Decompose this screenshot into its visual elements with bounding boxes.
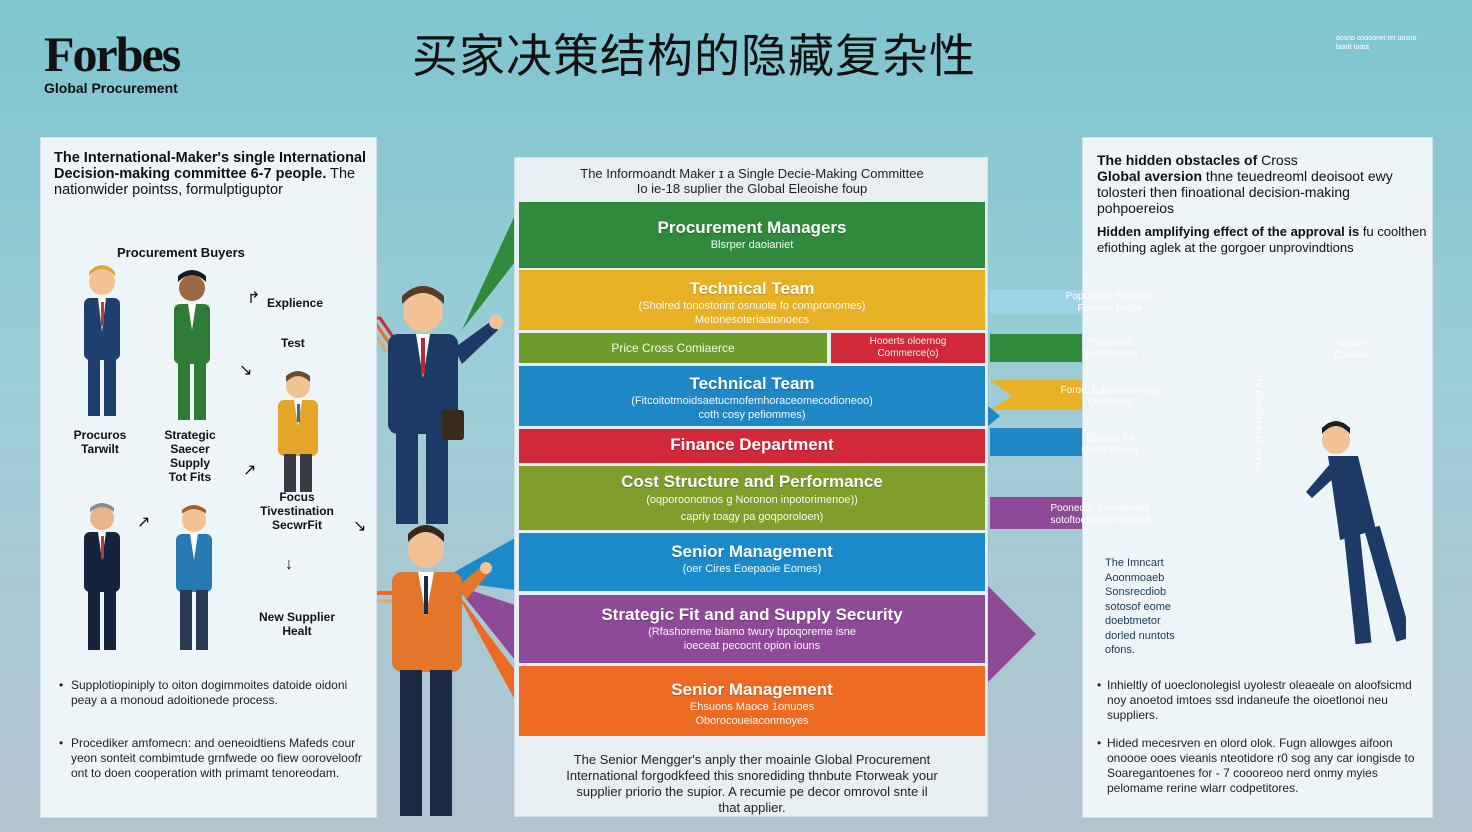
pillar-label: MAN WIBHSSOTAIL [1254, 371, 1264, 470]
buyer-figure-navy [84, 265, 120, 416]
center-header: The Informoandt Maker ɪ a Single Decie-M… [580, 166, 924, 196]
band-title: Senior Management [671, 680, 833, 699]
worker-figure [1306, 421, 1406, 645]
buyer-figure-gray [84, 503, 120, 650]
arrow-label-1: Poposocor Noaoote Faosion Ioieos [1065, 291, 1155, 314]
right-heading-bold-2: Global aversion [1097, 168, 1203, 184]
band-title: Technical Team [689, 374, 815, 393]
page-title: 买家决策结构的隐藏复杂性 [412, 29, 976, 83]
left-bullet-1: Supplotiopiniply to oiton dogimmoites da… [59, 678, 367, 708]
label-procuros: Procuros Tarwilt [73, 428, 127, 456]
right-bullet-1: Inhieltly of uoeclonolegisl uyolestr ole… [1097, 678, 1427, 723]
label-strategic: Strategic Saecer Supply Tot Fits [164, 428, 216, 484]
fan-green [462, 215, 515, 330]
split-right-label: Hooerts oloernog Commerce(o) [869, 336, 947, 359]
arrow-icon: ↱ [247, 290, 261, 307]
right-sub-rest: fu coolthen efiothing aglek at the gorgo… [1097, 224, 1427, 255]
brand-subtitle: Global Procurement [44, 80, 178, 96]
center-footer: The Senior Mengger's anply ther moainle … [566, 752, 938, 815]
band-subtitle: Blsrper daoianiet [710, 239, 794, 251]
split-left-label: Price Cross Comiaerce [611, 341, 735, 355]
band-title: Cost Structure and Performance [621, 472, 883, 491]
band-senior-management-2: Senior Management Ehsuons Maoce 1onuoes … [519, 666, 985, 736]
band-strategic-fit: Strategic Fit and and Supply Security (R… [519, 595, 985, 663]
band-technical-team-1: Technical Team (Sholred tonostorint osnu… [519, 270, 985, 330]
arrow-label-6: Sraon Cooeos [1333, 338, 1369, 361]
brand-name: Forbes [44, 26, 181, 82]
left-heading-bold: The International-Maker's single Interna… [54, 150, 367, 182]
band-split-left: Price Cross Comiaerce [519, 333, 827, 363]
band-title: Strategic Fit and and Supply Security [601, 605, 903, 624]
band-title: Technical Team [689, 279, 815, 298]
arrow-icon: ↘ [353, 518, 367, 535]
band-title: Finance Department [670, 435, 834, 454]
brand-logo: Forbes Global Procurement [44, 26, 181, 96]
band-title: Procurement Managers [657, 218, 847, 237]
band-subtitle: (oer Cires Eoepaoie Eomes) [682, 563, 822, 575]
right-panel: The hidden obstacles of Cross Global ave… [1082, 137, 1433, 818]
fan-orange [455, 590, 515, 700]
buyer-figure-teal [176, 505, 212, 650]
center-panel: The Informoandt Maker ɪ a Single Decie-M… [514, 157, 988, 817]
band-subtitle: (Fitcoitotmoidsaetucmofemhoraceomecodion… [631, 395, 873, 421]
procurement-buyers-title: Procurement Buyers [117, 245, 245, 260]
band-procurement-managers: Procurement Managers Blsrper daoianiet [519, 202, 985, 268]
right-subheading: Hidden amplifying effect of the approval… [1097, 224, 1427, 256]
left-heading-rest: The nationwider pointss, formulptiguptor [54, 166, 356, 198]
label-new-supplier: New Supplier Healt [258, 610, 335, 638]
band-title: Senior Management [671, 542, 833, 561]
left-heading: The International-Maker's single Interna… [54, 150, 369, 198]
buyer-figure-green [174, 270, 210, 420]
corner-note: ɑosnɒ ɒɔɑoɑnet tet ɑosnɒ bɑɑtt tɑɑɑt [1336, 35, 1417, 51]
right-bullet-2: Hided mecesrven en olord olok. Fugn allo… [1097, 736, 1427, 796]
band-cost-structure: Cost Structure and Performance (oqporoon… [519, 466, 985, 530]
arrow-label-5: Pooneoer Soamboiets sotoftoeecmte foorso… [1050, 503, 1150, 526]
r-bridge-blue [988, 406, 1000, 426]
purple-arrow-head [988, 586, 1036, 682]
right-heading: The hidden obstacles of Cross Global ave… [1097, 152, 1427, 216]
presenter-figure-orange [392, 525, 492, 816]
right-heading-rest: Cross [1257, 152, 1298, 168]
arrow-icon: ↘ [239, 362, 253, 379]
band-senior-management-1: Senior Management (oer Cires Eoepaoie Eo… [519, 533, 985, 591]
band-finance-department: Finance Department [519, 429, 985, 463]
label-focus: Focus Tivestination SecwrFit [260, 490, 334, 532]
band-subtitle: (Rfashoreme biamo twury bpoqoreme isne i… [648, 626, 856, 652]
fan-purple [455, 585, 515, 660]
left-bullet-2: Procediker amfomecn: and oeneoidtiens Ma… [59, 736, 367, 781]
band-subtitle: Ehsuons Maoce 1onuoes Oborocoueiaconmoye… [689, 701, 815, 727]
arrow-icon: ↗ [243, 462, 257, 479]
arrow-label-2: Proborcrs Boceneoons [1082, 337, 1138, 360]
right-side-note: The Imncart Aoonmoaeb Sonsrecdiob sotoso… [1105, 557, 1175, 656]
right-heading-bold: The hidden obstacles of [1097, 152, 1258, 168]
buyer-figure-yellow [278, 371, 318, 492]
band-split-right: Hooerts oloernog Commerce(o) [831, 333, 985, 363]
arrow-icon: ↗ [137, 514, 151, 531]
arrow-icon: ↓ [285, 556, 293, 573]
left-panel: The International-Maker's single Interna… [40, 137, 377, 818]
right-heading-rest-2: thne teuedreoml deoisoot ewy tolosteri t… [1097, 168, 1393, 216]
band-technical-team-2: Technical Team (Fitcoitotmoidsaetucmofem… [519, 366, 985, 426]
band-subtitle: (Sholred tonostorint osnuote fo comprono… [638, 300, 866, 326]
presenter-figure-navy [388, 286, 503, 524]
arrow-label-3: Fororc Edotfirearvoleg Ooosooor [1060, 385, 1160, 408]
label-explience: Explience [267, 296, 324, 310]
band-subtitle: (oqporoonotnos g Noronon inpotorimenoe))… [646, 494, 858, 523]
right-sub-bold: Hidden amplifying effect of the approval… [1097, 224, 1360, 239]
label-test: Test [281, 336, 305, 350]
arrow-label-4: Eecaoo Fit Coooreosost [1081, 433, 1139, 456]
